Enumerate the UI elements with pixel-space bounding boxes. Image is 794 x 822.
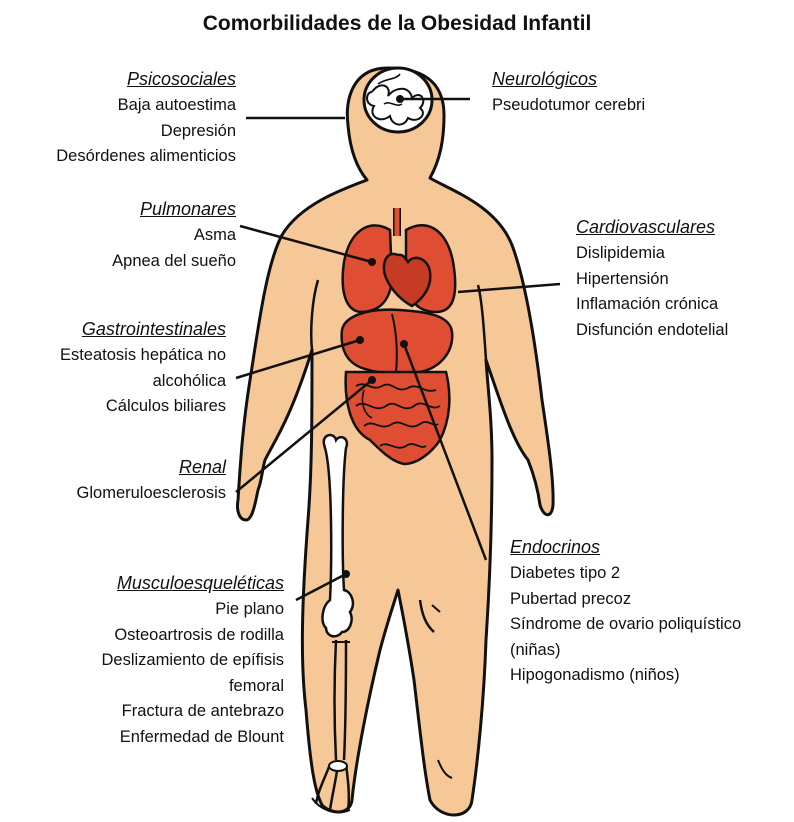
group-neurologicos: Neurológicos Pseudotumor cerebri xyxy=(492,66,645,119)
item-endocrinos-2: Pubertad precoz xyxy=(510,587,741,613)
group-gastrointestinales: Gastrointestinales Esteatosis hepática n… xyxy=(60,316,226,420)
item-cardiovasculares-3: Inflamación crónica xyxy=(576,292,728,318)
heading-endocrinos: Endocrinos xyxy=(510,534,741,561)
item-musculoesqueleticas-3: Deslizamiento de epífisis xyxy=(102,648,285,674)
heading-neurologicos: Neurológicos xyxy=(492,66,645,93)
item-musculoesqueleticas-6: Enfermedad de Blount xyxy=(102,725,285,751)
item-pulmonares-1: Asma xyxy=(112,223,236,249)
item-cardiovasculares-2: Hipertensión xyxy=(576,267,728,293)
group-cardiovasculares: Cardiovasculares Dislipidemia Hipertensi… xyxy=(576,214,728,343)
item-psicosociales-1: Baja autoestima xyxy=(56,93,236,119)
item-musculoesqueleticas-5: Fractura de antebrazo xyxy=(102,699,285,725)
item-pulmonares-2: Apnea del sueño xyxy=(112,249,236,275)
group-endocrinos: Endocrinos Diabetes tipo 2 Pubertad prec… xyxy=(510,534,741,689)
item-musculoesqueleticas-4: femoral xyxy=(102,674,285,700)
heading-cardiovasculares: Cardiovasculares xyxy=(576,214,728,241)
pointer-dot-renal xyxy=(368,376,376,384)
item-endocrinos-4: (niñas) xyxy=(510,638,741,664)
heading-gastrointestinales: Gastrointestinales xyxy=(60,316,226,343)
item-cardiovasculares-4: Disfunción endotelial xyxy=(576,318,728,344)
item-musculoesqueleticas-2: Osteoartrosis de rodilla xyxy=(102,623,285,649)
heading-renal: Renal xyxy=(77,454,226,481)
item-renal-1: Glomeruloesclerosis xyxy=(77,481,226,507)
pointer-dot-pulmonares xyxy=(368,258,376,266)
item-gastrointestinales-2: alcohólica xyxy=(60,369,226,395)
heading-musculoesqueleticas: Musculoesqueléticas xyxy=(102,570,285,597)
pointer-dot-musculoesqueleticas xyxy=(342,570,350,578)
item-gastrointestinales-3: Cálculos biliares xyxy=(60,394,226,420)
pointer-dot-neurologicos xyxy=(396,95,404,103)
pointer-dot-gastrointestinales xyxy=(356,336,364,344)
group-musculoesqueleticas: Musculoesqueléticas Pie plano Osteoartro… xyxy=(102,570,285,750)
item-psicosociales-3: Desórdenes alimenticios xyxy=(56,144,236,170)
item-gastrointestinales-1: Esteatosis hepática no xyxy=(60,343,226,369)
group-pulmonares: Pulmonares Asma Apnea del sueño xyxy=(112,196,236,274)
item-neurologicos-1: Pseudotumor cerebri xyxy=(492,93,645,119)
group-renal: Renal Glomeruloesclerosis xyxy=(77,454,226,507)
item-psicosociales-2: Depresión xyxy=(56,119,236,145)
heading-psicosociales: Psicosociales xyxy=(56,66,236,93)
item-endocrinos-5: Hipogonadismo (niños) xyxy=(510,663,741,689)
group-psicosociales: Psicosociales Baja autoestima Depresión … xyxy=(56,66,236,170)
heading-pulmonares: Pulmonares xyxy=(112,196,236,223)
item-musculoesqueleticas-1: Pie plano xyxy=(102,597,285,623)
item-endocrinos-1: Diabetes tipo 2 xyxy=(510,561,741,587)
item-cardiovasculares-1: Dislipidemia xyxy=(576,241,728,267)
pointer-dot-endocrinos xyxy=(400,340,408,348)
item-endocrinos-3: Síndrome de ovario poliquístico xyxy=(510,612,741,638)
